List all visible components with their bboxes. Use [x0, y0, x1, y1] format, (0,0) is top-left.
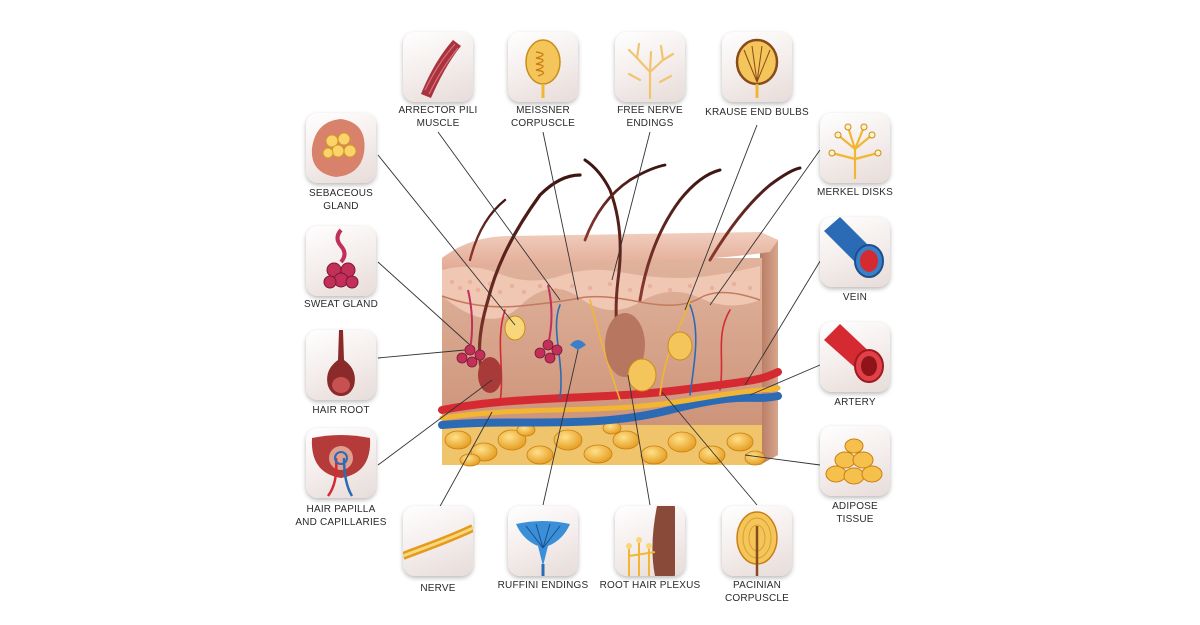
label-sweat-gland: SWEAT GLAND: [303, 299, 379, 310]
gland-icon: [311, 119, 365, 177]
papilla-icon: [311, 435, 371, 497]
leader-lines: [377, 124, 823, 511]
label-krause-end-bulbs: KRAUSE END BULBS: [705, 107, 809, 118]
vein-vessel: [438, 392, 782, 429]
adipose-tissue-tile: [820, 426, 890, 496]
epidermis-band: [442, 266, 760, 319]
corpuscle-icon: [525, 39, 561, 98]
sweat-gland-icon: [323, 228, 359, 289]
root-hair-plexus-tile: [615, 506, 685, 576]
nerve-endings-icon: [627, 42, 675, 100]
hair-root-icon: [327, 330, 355, 396]
label-vein: VEIN: [842, 292, 868, 303]
ruffini-endings-tile: [508, 506, 578, 576]
label-hair-root: HAIR ROOT: [312, 405, 370, 416]
artery-icon: [824, 324, 884, 383]
label-root-hair-plexus: ROOT HAIR PLEXUS: [599, 580, 701, 591]
free-nerve-endings-tile: [615, 32, 685, 102]
merkel-disks-tile: [820, 113, 890, 183]
fat-icon: [825, 438, 883, 485]
bulb-icon: [735, 38, 779, 98]
arrector-pili-tile: [403, 32, 473, 102]
skin-block: [438, 158, 802, 467]
ruffini-icon: [516, 521, 570, 576]
hair-papilla-tile: [306, 428, 376, 498]
hair-root-tile: [306, 330, 376, 400]
artery-vessel: [438, 368, 782, 414]
muscle-icon: [421, 40, 461, 98]
vein-icon: [824, 217, 884, 278]
label-merkel-disks: MERKEL DISKS: [817, 187, 893, 198]
disks-icon: [828, 123, 882, 179]
label-nerve: NERVE: [420, 583, 456, 594]
sebaceous-in-skin: [504, 315, 526, 341]
nerve-icon: [403, 524, 473, 560]
label-ruffini-endings: RUFFINI ENDINGS: [497, 580, 589, 591]
ruffini-in-skin: [570, 340, 586, 350]
pacinian-icon: [736, 511, 778, 576]
nerve-fiber: [439, 385, 781, 421]
pacinian-in-skin: [627, 358, 657, 392]
krause-end-bulbs-tile: [722, 32, 792, 102]
krause-bulb-in-skin: [667, 331, 693, 361]
nerve-tile: [403, 506, 473, 576]
vein-tile: [820, 217, 890, 287]
label-artery: ARTERY: [834, 397, 876, 408]
meissner-corpuscle-tile: [508, 32, 578, 102]
plexus-icon: [626, 506, 675, 576]
pacinian-corpuscle-tile: [722, 506, 792, 576]
sebaceous-gland-tile: [306, 113, 376, 183]
fat-layer: [442, 421, 766, 467]
skin-block-side: [760, 232, 778, 465]
sweat-gland-tile: [306, 226, 376, 296]
epidermis-surface: [442, 232, 778, 270]
artery-tile: [820, 322, 890, 392]
